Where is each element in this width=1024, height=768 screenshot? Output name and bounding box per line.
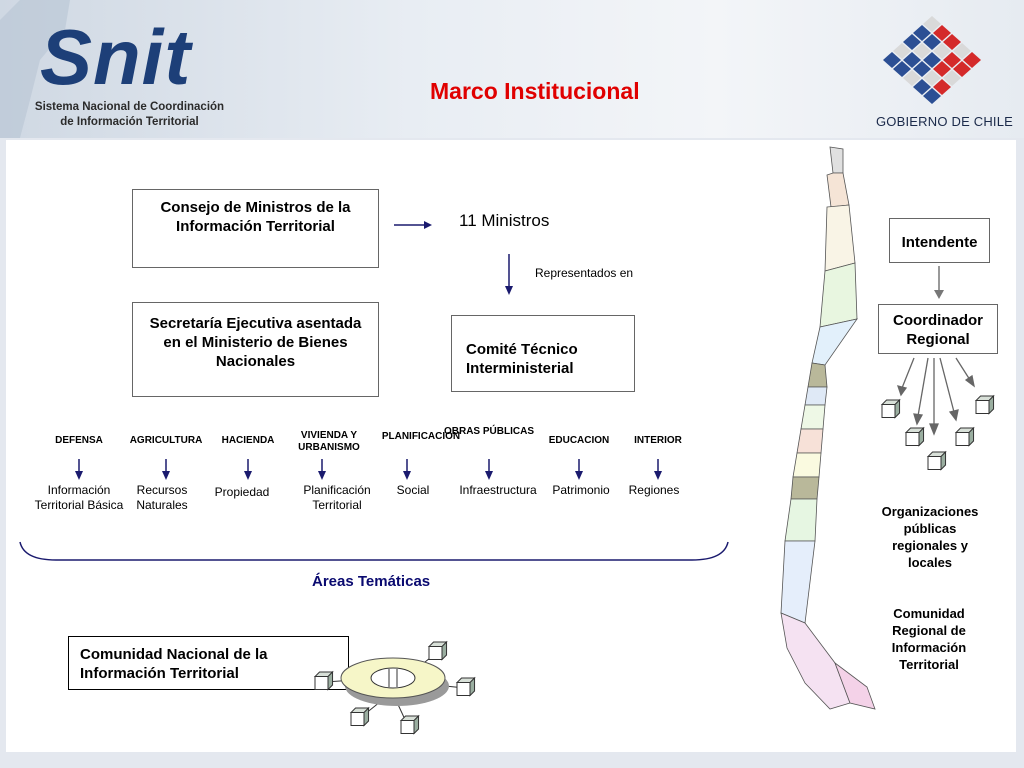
area-ministry-label: OBRAS PÚBLICAS xyxy=(443,426,534,437)
area-ministry-label: VIVIENDA Y URBANISMO xyxy=(298,430,360,453)
arrow-down-icon xyxy=(318,459,326,480)
regional-network-illustration xyxy=(880,357,995,471)
consejo-ministros-box: Consejo de Ministros de la Información T… xyxy=(132,189,379,268)
area-ministry-label: HACIENDA xyxy=(221,435,275,446)
header-banner: Snit Sistema Nacional de Coordinación de… xyxy=(0,0,1024,138)
snit-logo-word: Snit xyxy=(40,13,192,101)
secretaria-ejecutiva-box: Secretaría Ejecutiva asentada en el Mini… xyxy=(132,302,379,397)
arrow-down-icon xyxy=(75,459,83,480)
area-topic-label: Patrimonio xyxy=(552,483,610,497)
arrow-down-icon xyxy=(505,254,513,295)
gobierno-chile-logo-icon xyxy=(883,16,981,104)
area-topic-label: Propiedad xyxy=(214,485,270,499)
area-topic-label: Planificación Territorial xyxy=(303,483,371,512)
comunidad-regional-label: Comunidad Regional de Información Territ… xyxy=(891,606,967,672)
area-topic-label: Social xyxy=(396,483,430,497)
snit-logo-subtitle: Sistema Nacional de Coordinación de Info… xyxy=(34,101,225,128)
arrow-down-icon xyxy=(485,459,493,480)
network-hub-illustration xyxy=(313,640,476,735)
arrow-down-icon xyxy=(654,459,662,480)
arrow-down-icon xyxy=(244,459,252,480)
area-ministry-label: INTERIOR xyxy=(634,435,682,446)
area-topic-label: Infraestructura xyxy=(459,483,537,497)
organizaciones-label: Organizaciones públicas regionales y loc… xyxy=(881,504,979,570)
comite-tecnico-box: Comité Técnico Interministerial xyxy=(451,315,635,392)
area-ministry-label: PLANIFICACION xyxy=(381,431,461,442)
representados-label: Representados en xyxy=(535,266,634,280)
area-ministry-label: EDUCACION xyxy=(548,435,610,446)
coordinador-regional-box: Coordinador Regional xyxy=(878,304,998,354)
areas-brace-curve xyxy=(19,541,729,561)
area-ministry-label: DEFENSA xyxy=(55,435,103,446)
comunidad-nacional-box: Comunidad Nacional de la Información Ter… xyxy=(68,636,349,690)
area-ministry-label: AGRICULTURA xyxy=(129,435,203,446)
arrow-down-icon xyxy=(403,459,411,480)
ministros-count: 11 Ministros xyxy=(459,211,550,230)
chile-regions-map xyxy=(780,146,876,710)
arrow-right-icon xyxy=(394,221,432,229)
chile-map-watermark xyxy=(0,0,70,138)
page-title: Marco Institucional xyxy=(430,78,640,104)
area-topic-label: Recursos Naturales xyxy=(136,483,188,512)
area-topic-label: Regiones xyxy=(628,483,680,497)
arrow-down-gray-icon xyxy=(934,266,944,299)
arrow-down-icon xyxy=(575,459,583,480)
arrow-down-icon xyxy=(162,459,170,480)
area-topic-label: Información Territorial Básica xyxy=(34,483,124,512)
intendente-box: Intendente xyxy=(889,218,990,263)
areas-tematicas-label: Áreas Temáticas xyxy=(312,573,431,590)
gobierno-chile-label: GOBIERNO DE CHILE xyxy=(876,114,1014,129)
